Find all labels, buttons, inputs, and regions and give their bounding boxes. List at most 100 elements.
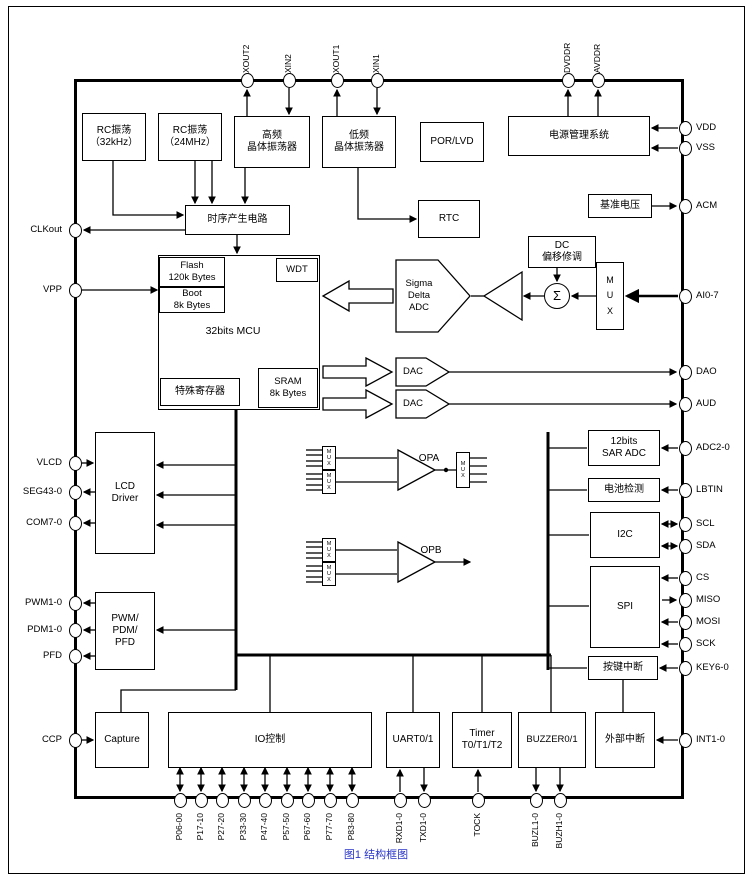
block-dc-offset-trim: DC 偏移修调 (528, 236, 596, 268)
pin-label-acm: ACM (696, 200, 718, 211)
pin-vlcd (68, 455, 82, 471)
pin-txd1-0 (417, 792, 431, 808)
pin-xout2 (240, 72, 254, 88)
pin-int1-0 (678, 732, 692, 748)
pin-label-key6-0: KEY6-0 (696, 662, 729, 673)
pin-tock (471, 792, 485, 808)
pin-scl (678, 516, 692, 532)
pin-pwm1-0 (68, 595, 82, 611)
peripheral-links (120, 447, 624, 712)
block-lcd-driver: LCD Driver (95, 432, 155, 554)
block-hf-crystal-osc: 高频 晶体振荡器 (234, 116, 310, 168)
pin-rxd1-0 (393, 792, 407, 808)
block-pwm: PWM/ PDM/ PFD (95, 592, 155, 670)
left-pin-connectors (82, 226, 185, 744)
block-i2c: I2C (590, 512, 660, 558)
block-sram: SRAM 8k Bytes (258, 368, 318, 408)
pin-label-seg43-0: SEG43-0 (22, 486, 62, 497)
pin-pdm1-0 (68, 622, 82, 638)
pin-dao (678, 364, 692, 380)
dac2-label: DAC (402, 398, 424, 410)
block-key-interrupt: 按键中断 (588, 656, 658, 680)
block-flash: Flash 120k Bytes (159, 257, 225, 287)
pin-p67-60 (301, 792, 315, 808)
block-boot: Boot 8k Bytes (159, 287, 225, 313)
opa-triangle (397, 448, 437, 492)
pin-p77-70 (323, 792, 337, 808)
pin-vss (678, 140, 692, 156)
pin-label-mosi: MOSI (696, 616, 721, 627)
opa-label: OPA (418, 452, 440, 464)
pin-buzl1-0 (529, 792, 543, 808)
pin-clkout (68, 222, 82, 238)
pin-dvddr (561, 72, 575, 88)
pin-avddr (591, 72, 605, 88)
pin-label-vdd: VDD (696, 122, 717, 133)
right-pin-connectors (449, 124, 679, 744)
bottom-pin-connectors (176, 766, 564, 793)
pin-label-sda: SDA (696, 540, 716, 551)
block-wdt: WDT (276, 258, 318, 282)
pin-label-int1-0: INT1-0 (696, 734, 726, 745)
opb-triangle (397, 540, 437, 584)
pin-lbtin (678, 482, 692, 498)
pin-label-clkout: CLKout (30, 224, 62, 235)
pin-label-vss: VSS (696, 142, 716, 153)
pin-buzh1-0 (553, 792, 567, 808)
pin-label-dao: DAO (696, 366, 717, 377)
pin-seg43-0 (68, 484, 82, 500)
oscillator-connectors (112, 161, 418, 255)
pin-label-xin2: XIN2 (283, 54, 293, 73)
pin-label-xin1: XIN1 (371, 54, 381, 73)
pin-label-pwm1-0: PWM1-0 (25, 597, 62, 608)
pin-p17-10 (194, 792, 208, 808)
pin-label-vlcd: VLCD (36, 457, 62, 468)
block-uart: UART0/1 (386, 712, 440, 768)
pin-adc2-0 (678, 440, 692, 456)
pin-p47-40 (258, 792, 272, 808)
pin-ccp (68, 732, 82, 748)
block-rtc: RTC (418, 200, 480, 238)
block-sfr: 特殊寄存器 (160, 378, 240, 406)
block-rc-osc-32k: RC振荡 （32kHz） (82, 113, 146, 161)
block-buzzer: BUZZER0/1 (518, 712, 586, 768)
mcu-label: 32bits MCU (205, 325, 261, 338)
block-spi: SPI (590, 566, 660, 648)
pin-pfd (68, 648, 82, 664)
pin-vdd (678, 120, 692, 136)
pin-label-pfd: PFD (43, 650, 62, 661)
pin-label-avddr: AVDDR (592, 43, 602, 73)
mux-small-3: M U X (322, 538, 336, 562)
pin-cs (678, 570, 692, 586)
pin-label-ai0-7: AI0-7 (696, 290, 719, 301)
pin-acm (678, 198, 692, 214)
pin-p06-00 (173, 792, 187, 808)
pin-p83-80 (345, 792, 359, 808)
pin-com7-0 (68, 515, 82, 531)
block-capture: Capture (95, 712, 149, 768)
dac1-shape (395, 357, 451, 387)
block-battery-detect: 电池检测 (588, 478, 660, 502)
block-sar-adc: 12bits SAR ADC (588, 430, 660, 466)
pin-xout1 (330, 72, 344, 88)
page-border (8, 6, 745, 874)
mcu-to-dac2-bus-arrow (322, 388, 394, 420)
internal-bus (234, 410, 551, 690)
mux-small-2: M U X (322, 470, 336, 494)
pin-xin1 (370, 72, 384, 88)
sigma-delta-adc-shape (395, 259, 471, 333)
pin-p33-30 (237, 792, 251, 808)
pin-key6-0 (678, 660, 692, 676)
block-timing-gen: 时序产生电路 (185, 205, 290, 235)
pin-label-xout1: XOUT1 (331, 44, 341, 73)
pin-p57-50 (280, 792, 294, 808)
pin-miso (678, 592, 692, 608)
sigma-delta-adc-label: Sigma Delta ADC (405, 278, 433, 313)
pin-label-pdm1-0: PDM1-0 (27, 624, 62, 635)
mcu-to-dac1-bus-arrow (322, 356, 394, 388)
pin-label-scl: SCL (696, 518, 715, 529)
pin-sda (678, 538, 692, 554)
pin-label-com7-0: COM7-0 (26, 517, 62, 528)
sigma-node: Σ (544, 283, 570, 309)
